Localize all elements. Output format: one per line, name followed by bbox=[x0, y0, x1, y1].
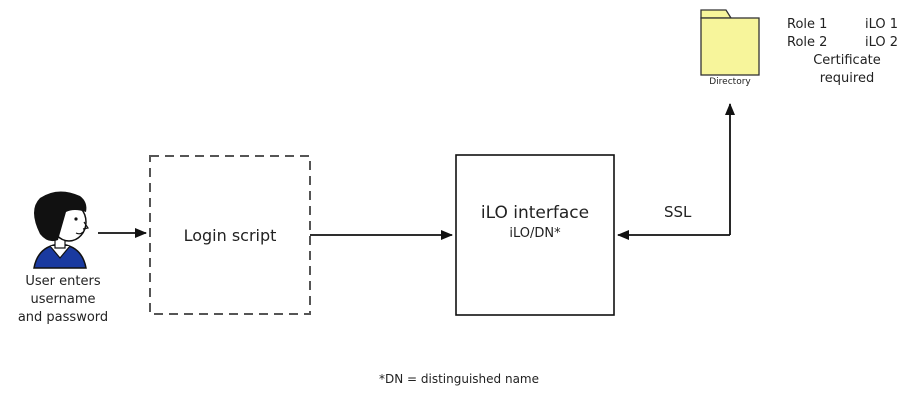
folder-body bbox=[700, 17, 760, 76]
footnote: *DN = distinguished name bbox=[378, 372, 539, 386]
login-script-box bbox=[149, 155, 311, 315]
user-mouth bbox=[75, 231, 84, 235]
user-hair bbox=[34, 191, 87, 242]
user-nose bbox=[82, 221, 89, 230]
user-caption-line-1: User enters bbox=[25, 274, 101, 289]
role-mapping-row: Role 2 iLO 2 bbox=[787, 34, 915, 52]
ilo-name: iLO 1 bbox=[865, 17, 899, 32]
directory-folder-icon bbox=[700, 9, 760, 76]
user-collar bbox=[49, 245, 71, 259]
certificate-note: Certificate required bbox=[787, 52, 907, 88]
directory-label: Directory bbox=[709, 77, 751, 87]
user-caption-line-2: username bbox=[30, 292, 96, 307]
login-script-label: Login script bbox=[183, 226, 277, 245]
user-caption: User enters username and password bbox=[8, 273, 118, 327]
role-mapping-row: Role 1 iLO 1 bbox=[787, 16, 915, 34]
ilo-name: iLO 2 bbox=[865, 35, 899, 50]
role-name: Role 2 bbox=[787, 35, 828, 50]
ssl-label: SSL bbox=[664, 203, 692, 221]
role-name: Role 1 bbox=[787, 17, 828, 32]
folder-tab bbox=[700, 9, 733, 19]
user-caption-line-3: and password bbox=[17, 310, 109, 325]
user-icon bbox=[33, 191, 89, 269]
user-eye bbox=[74, 217, 78, 221]
ilo-interface-title: iLO interface bbox=[480, 203, 590, 223]
ilo-interface-subtitle: iLO/DN* bbox=[509, 226, 561, 241]
certificate-note-line-1: Certificate bbox=[813, 53, 881, 68]
ilo-interface-box bbox=[455, 154, 615, 316]
certificate-note-line-2: required bbox=[819, 71, 875, 86]
role-mapping-list: Role 1 iLO 1 Role 2 iLO 2 bbox=[787, 16, 915, 52]
